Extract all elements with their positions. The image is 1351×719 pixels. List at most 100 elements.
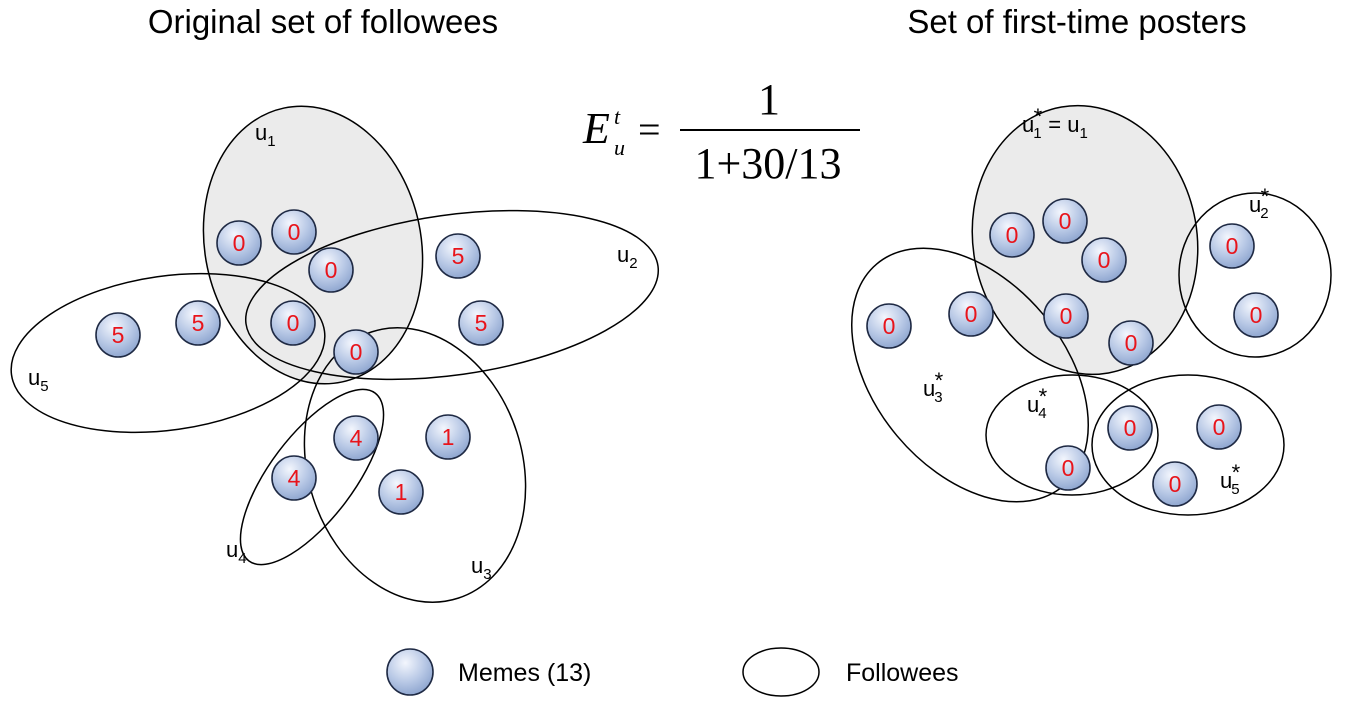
left-meme-1-count: 0 [288, 219, 301, 245]
left-meme-5-count: 5 [112, 322, 125, 348]
right-label-u1-base: u [1022, 112, 1034, 137]
left-meme-10: 1 [425, 414, 471, 460]
left-label-u2-sub: 2 [629, 255, 637, 272]
right-meme-0-count: 0 [1006, 222, 1019, 248]
right-label-u3-base: u [923, 376, 935, 401]
right-label-u4-sub: 4 [1038, 405, 1046, 422]
left-meme-1: 0 [271, 209, 317, 255]
right-meme-4: 0 [1108, 320, 1154, 366]
legend-meme-label: Memes (13) [458, 659, 591, 687]
right-label-u5: u5* [1220, 460, 1241, 498]
left-label-u5-sub: 5 [40, 378, 48, 395]
formula-lhs-sub: u [614, 135, 625, 160]
left-label-u4: u4 [226, 537, 247, 567]
left-label-u1-sub: 1 [267, 133, 275, 150]
right-label-u4: u4* [1027, 384, 1048, 422]
right-label-u5-sub: 5 [1231, 481, 1239, 498]
right-label-u1: u1* = u1 [1022, 104, 1088, 142]
right-meme-9: 0 [1045, 445, 1091, 491]
left-label-u1-base: u [255, 120, 267, 145]
legend: Memes (13) Followees [386, 647, 959, 697]
right-label-u1-sub: 1 [1033, 125, 1041, 142]
left-meme-11: 4 [271, 455, 317, 501]
right-label-u1-suffix: = u [1042, 112, 1079, 137]
left-meme-2-count: 0 [325, 257, 338, 283]
left-meme-3-count: 5 [452, 243, 465, 269]
left-label-u3-base: u [471, 553, 483, 578]
right-label-u4-star: * [1039, 384, 1048, 409]
left-meme-8-count: 0 [350, 339, 363, 365]
left-label-u1: u1 [255, 120, 276, 150]
right-meme-12-count: 0 [1169, 471, 1182, 497]
right-meme-10-count: 0 [1124, 415, 1137, 441]
right-meme-7: 0 [866, 303, 912, 349]
left-label-u4-sub: 4 [238, 550, 246, 567]
right-meme-1-count: 0 [1059, 208, 1072, 234]
left-label-u3-sub: 3 [483, 566, 491, 583]
left-meme-2: 0 [308, 247, 354, 293]
left-meme-12: 1 [378, 469, 424, 515]
right-meme-12: 0 [1152, 461, 1198, 507]
right-meme-2-count: 0 [1098, 247, 1111, 273]
left-title: Original set of followees [148, 3, 498, 40]
right-meme-7-count: 0 [883, 313, 896, 339]
formula-lhs-sup: t [614, 104, 621, 129]
left-label-u4-base: u [226, 537, 238, 562]
right-label-u1-star: * [1034, 104, 1043, 129]
left-label-u5: u5 [28, 365, 49, 395]
right-label-u5-base: u [1220, 468, 1232, 493]
right-meme-6: 0 [1233, 292, 1279, 338]
right-label-u2-base: u [1249, 192, 1261, 217]
left-label-u5-base: u [28, 365, 40, 390]
left-meme-9: 4 [333, 415, 379, 461]
right-diagram: u1* = u1 u2* u3* u4* u5* 0 0 0 0 0 0 0 0… [850, 104, 1332, 516]
formula-denominator: 1+30/13 [694, 139, 841, 188]
right-followee-u4-ellipse [985, 374, 1159, 496]
right-followee-u2-ellipse [1178, 192, 1332, 358]
legend-followee-swatch [742, 647, 820, 697]
left-meme-11-count: 4 [288, 465, 301, 491]
right-meme-4-count: 0 [1125, 330, 1138, 356]
right-label-u3: u3* [923, 368, 944, 406]
left-meme-0: 0 [216, 220, 262, 266]
right-title: Set of first-time posters [907, 3, 1246, 40]
right-meme-1: 0 [1042, 198, 1088, 244]
left-meme-7: 0 [270, 300, 316, 346]
right-label-u3-star: * [935, 368, 944, 393]
formula-numerator: 1 [758, 75, 780, 124]
left-label-u3: u3 [471, 553, 492, 583]
left-followee-u3-ellipse [303, 327, 527, 603]
left-followee-u5-ellipse [10, 272, 326, 434]
left-meme-7-count: 0 [287, 310, 300, 336]
right-label-u1-suffix-sub: 1 [1079, 125, 1087, 142]
legend-followee-label: Followees [846, 659, 959, 687]
left-meme-4: 5 [458, 300, 504, 346]
left-meme-4-count: 5 [475, 310, 488, 336]
right-meme-3: 0 [1043, 293, 1089, 339]
left-meme-9-count: 4 [350, 425, 363, 451]
right-meme-5: 0 [1209, 223, 1255, 269]
right-label-u2-sub: 2 [1260, 205, 1268, 222]
formula: E t u = 1 1+30/13 [582, 75, 860, 188]
right-label-u5-star: * [1232, 460, 1241, 485]
left-followee-u4-ellipse [239, 388, 385, 566]
left-followee-u1-ellipse [202, 105, 424, 385]
right-label-u3-sub: 3 [934, 389, 942, 406]
right-meme-9-count: 0 [1062, 455, 1075, 481]
right-meme-6-count: 0 [1250, 302, 1263, 328]
left-label-u2: u2 [617, 242, 638, 272]
right-meme-5-count: 0 [1226, 233, 1239, 259]
right-label-u2-star: * [1261, 184, 1270, 209]
right-meme-11: 0 [1196, 404, 1242, 450]
left-meme-6-count: 5 [192, 310, 205, 336]
left-diagram: u1 u2 u3 u4 u5 0 0 0 5 5 5 5 0 0 4 1 4 1 [10, 105, 660, 603]
left-meme-12-count: 1 [395, 479, 408, 505]
left-meme-5: 5 [95, 312, 141, 358]
right-label-u2: u2* [1249, 184, 1270, 222]
right-meme-11-count: 0 [1213, 414, 1226, 440]
right-meme-10: 0 [1107, 405, 1153, 451]
left-followee-u2-ellipse [244, 209, 660, 381]
right-meme-2: 0 [1081, 237, 1127, 283]
left-label-u2-base: u [617, 242, 629, 267]
